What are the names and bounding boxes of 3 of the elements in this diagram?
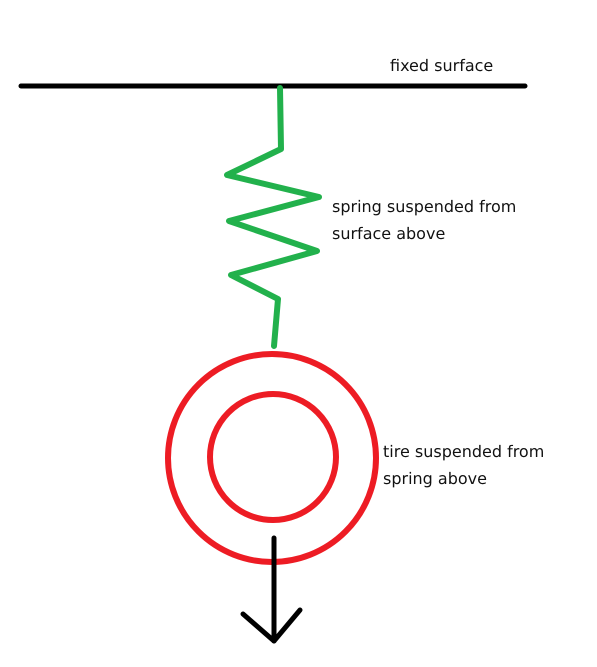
tire-label: tire suspended from spring above	[383, 441, 546, 490]
surface-label: fixed surface	[390, 55, 494, 77]
spring-label: spring suspended from surface above	[332, 196, 518, 245]
